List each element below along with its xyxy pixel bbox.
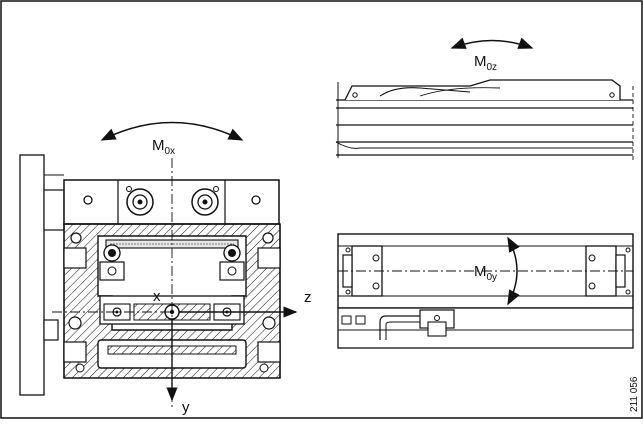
my-moment-arrow — [507, 236, 520, 306]
x-axis-label: x — [153, 288, 161, 305]
cross-section-view — [19, 154, 281, 410]
screw-right — [191, 186, 219, 216]
mz-label: M0z — [474, 53, 497, 73]
z-axis-label: z — [304, 289, 312, 306]
y-axis-label: y — [182, 399, 190, 416]
mx-moment-arrow — [100, 121, 244, 141]
carriage-block — [63, 179, 280, 225]
side-view — [337, 233, 634, 349]
mounting-plate — [19, 154, 45, 396]
screw-left — [126, 186, 154, 216]
my-label: M0y — [474, 263, 497, 283]
figure-code: 211 056 — [629, 376, 640, 412]
top-view — [335, 79, 634, 160]
mx-label: M0x — [152, 137, 175, 157]
mz-moment-arrow — [450, 37, 534, 49]
